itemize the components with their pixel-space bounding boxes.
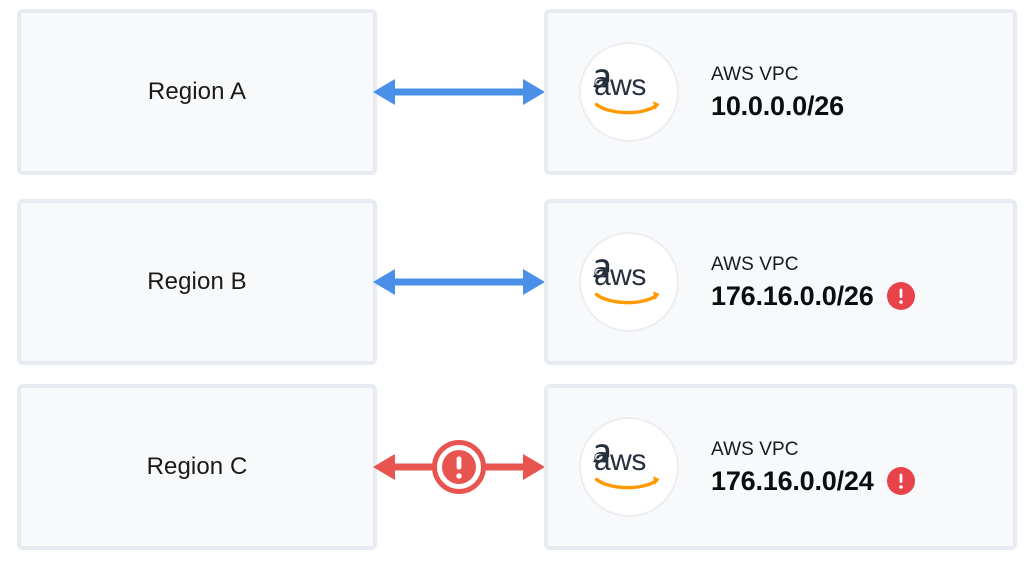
vpc-cidr-line: 10.0.0.0/26 <box>711 90 844 122</box>
svg-text:aws: aws <box>594 444 646 477</box>
vpc-cidr-value: 176.16.0.0/26 <box>711 280 874 311</box>
svg-text:aws: aws <box>594 69 646 102</box>
svg-text:aws: aws <box>594 259 646 292</box>
aws-logo-icon: aws <box>593 444 660 490</box>
double-arrow-icon <box>373 79 545 105</box>
vpc-card[interactable]: aws AWS VPC 176.16.0.0/26 <box>547 202 1014 362</box>
region-box[interactable]: Region A <box>20 12 374 172</box>
region-box[interactable]: Region B <box>20 202 374 362</box>
vpc-title: AWS VPC <box>711 438 799 460</box>
cidr-warning-badge[interactable] <box>886 282 915 311</box>
region-box[interactable]: Region C <box>20 387 374 547</box>
aws-logo-badge: aws <box>579 417 679 517</box>
diagram-row: Region B aws AWS VPC 176.16.0.0/26 <box>0 202 1032 364</box>
vpc-text-block: AWS VPC 176.16.0.0/26 <box>711 252 915 312</box>
vpc-text-block: AWS VPC 176.16.0.0/24 <box>711 437 915 497</box>
vpc-cidr-value: 10.0.0.0/26 <box>711 90 844 121</box>
connector-error <box>371 387 547 547</box>
connector-ok <box>371 202 547 362</box>
vpc-title: AWS VPC <box>711 253 799 275</box>
vpc-cidr-value: 176.16.0.0/24 <box>711 465 874 496</box>
vpc-text-block: AWS VPC 10.0.0.0/26 <box>711 62 844 122</box>
aws-logo-badge: aws <box>579 232 679 332</box>
alert-icon <box>898 473 903 489</box>
aws-logo-icon: aws <box>593 259 660 305</box>
region-label: Region A <box>147 78 247 105</box>
vpc-title: AWS VPC <box>711 63 799 85</box>
diagram-row: Region A aws AWS VPC 10.0.0.0/26 <box>0 12 1032 174</box>
region-label: Region C <box>146 453 248 480</box>
connector-ok <box>371 12 547 172</box>
aws-logo-icon: aws <box>593 69 660 115</box>
region-label: Region B <box>147 268 247 295</box>
double-arrow-icon <box>373 269 545 295</box>
double-arrow-icon <box>373 440 545 494</box>
vpc-cidr-line: 176.16.0.0/26 <box>711 280 915 312</box>
vpc-card[interactable]: aws AWS VPC 10.0.0.0/26 <box>547 12 1014 172</box>
vpc-card[interactable]: aws AWS VPC 176.16.0.0/24 <box>547 387 1014 547</box>
diagram-row: Region C aws AWS VPC 176.16.0.0/24 <box>0 387 1032 549</box>
vpc-cidr-line: 176.16.0.0/24 <box>711 465 915 497</box>
cidr-warning-badge[interactable] <box>886 467 915 496</box>
aws-logo-badge: aws <box>579 42 679 142</box>
alert-icon <box>898 288 903 304</box>
